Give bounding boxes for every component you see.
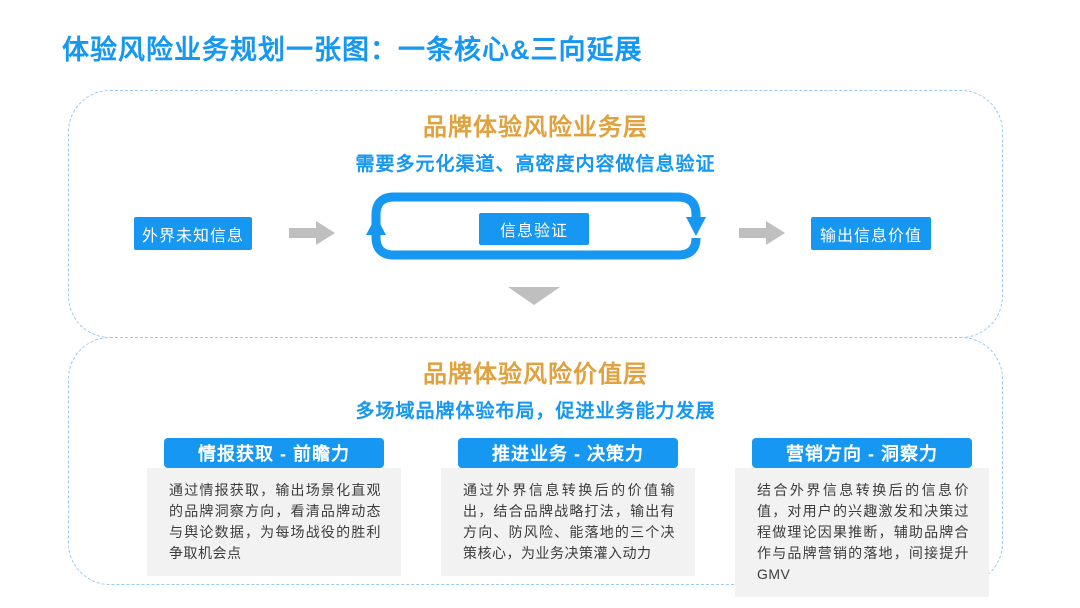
business-layer-subtitle: 需要多元化渠道、高密度内容做信息验证: [355, 154, 716, 175]
value-layer-subtitle: 多场域品牌体验布局，促进业务能力发展: [355, 401, 716, 422]
value-layer-panel: 品牌体验风险价值层 多场域品牌体验布局，促进业务能力发展 情报获取 - 前瞻力 …: [68, 337, 1003, 597]
value-columns: 情报获取 - 前瞻力 通过情报获取，输出场景化直观的品牌洞察方向，看清品牌动态与…: [147, 438, 1002, 597]
column-header: 推进业务 - 决策力: [458, 438, 678, 468]
value-layer-title: 品牌体验风险价值层: [423, 361, 648, 388]
right-arrow-icon: [739, 221, 785, 245]
column-header: 营销方向 - 洞察力: [752, 438, 972, 468]
cycle-loop-icon: [366, 192, 706, 260]
column-body: 通过情报获取，输出场景化直观的品牌洞察方向，看清品牌动态与舆论数据，为每场战役的…: [147, 468, 401, 576]
verification-box: 信息验证: [479, 213, 589, 245]
column-body: 通过外界信息转换后的价值输出，结合品牌战略打法，输出有方向、防风险、能落地的三个…: [441, 468, 695, 576]
column-header: 情报获取 - 前瞻力: [164, 438, 384, 468]
business-layer-title: 品牌体验风险业务层: [423, 114, 648, 141]
output-value-box: 输出信息价值: [811, 217, 931, 250]
business-layer-panel: 品牌体验风险业务层 需要多元化渠道、高密度内容做信息验证 外界未知信息 信息验证…: [68, 90, 1003, 338]
page-title: 体验风险业务规划一张图：一条核心&三向延展: [62, 35, 643, 65]
value-column-business: 推进业务 - 决策力 通过外界信息转换后的价值输出，结合品牌战略打法，输出有方向…: [441, 438, 695, 597]
value-column-marketing: 营销方向 - 洞察力 结合外界信息转换后的信息价值，对用户的兴趣激发和决策过程做…: [735, 438, 989, 597]
column-body: 结合外界信息转换后的信息价值，对用户的兴趣激发和决策过程做理论因果推断，辅助品牌…: [735, 468, 989, 597]
value-column-intelligence: 情报获取 - 前瞻力 通过情报获取，输出场景化直观的品牌洞察方向，看清品牌动态与…: [147, 438, 401, 597]
right-arrow-icon: [289, 221, 335, 245]
input-info-box: 外界未知信息: [134, 217, 252, 250]
down-triangle-icon: [508, 287, 560, 305]
